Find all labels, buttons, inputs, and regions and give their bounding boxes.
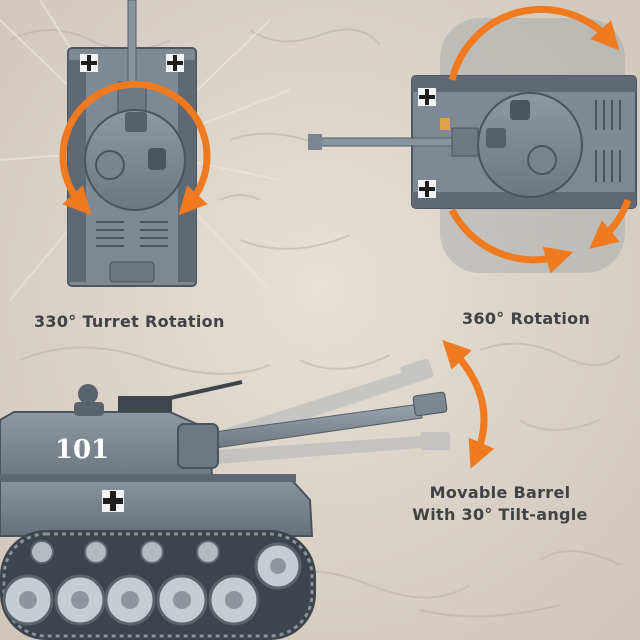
wheel-hubs xyxy=(19,558,286,609)
tank-barrel xyxy=(311,137,463,147)
commander-cupola xyxy=(527,145,557,175)
tilt-arrow-icon xyxy=(442,339,495,469)
return-rollers xyxy=(30,540,220,564)
crew-torso xyxy=(74,402,104,416)
tank-track-top xyxy=(412,76,636,92)
hull-number: 101 xyxy=(55,435,109,465)
turret-hatch xyxy=(486,128,506,148)
track-links xyxy=(2,532,314,638)
barrel-caption-line2: With 30° Tilt-angle xyxy=(412,505,588,524)
tank-top-view-left xyxy=(59,0,211,287)
rotation-arrow-icon xyxy=(59,80,211,216)
turret-hatch xyxy=(125,112,147,132)
tank-side-view: 101 xyxy=(0,358,450,640)
balkenkreuz-icon xyxy=(166,54,184,72)
turret-crew-figure xyxy=(148,148,166,170)
crew-head xyxy=(78,384,98,404)
tank-turret xyxy=(477,92,583,198)
muzzle-brake xyxy=(412,391,448,417)
turret-mantlet xyxy=(177,423,219,469)
tank-track-left xyxy=(68,60,86,282)
engine-deck-grille xyxy=(96,221,168,247)
barrel-tilt-caption: Movable Barrel With 30° Tilt-angle xyxy=(394,482,606,526)
machine-gun-barrel xyxy=(169,380,243,400)
tank-top-view-right xyxy=(308,5,637,274)
muzzle-brake xyxy=(308,134,322,150)
orange-hull-markers xyxy=(440,118,450,130)
rotation-arrow-icon xyxy=(589,198,632,249)
balkenkreuz-icon xyxy=(418,180,436,198)
anti-aircraft-gun xyxy=(118,396,172,412)
full-rotation-caption: 360° Rotation xyxy=(462,309,591,328)
balkenkreuz-icon xyxy=(80,54,98,72)
tank-hull xyxy=(0,477,314,537)
rotation-arrow-icon xyxy=(448,208,574,274)
balkenkreuz-icon xyxy=(102,490,124,512)
fender xyxy=(0,474,296,482)
turret-rotation-caption: 330° Turret Rotation xyxy=(34,312,225,331)
tank-track-bottom xyxy=(412,192,636,208)
commander-cupola xyxy=(95,150,125,180)
balkenkreuz-icon xyxy=(418,88,436,106)
rotation-arrow-icon xyxy=(448,5,620,81)
rear-exhaust xyxy=(109,261,155,283)
engine-deck-grille xyxy=(595,100,621,182)
turret-mantlet xyxy=(451,127,479,157)
barrel-caption-line1: Movable Barrel xyxy=(429,483,571,502)
turret-crew-figure xyxy=(510,100,530,120)
